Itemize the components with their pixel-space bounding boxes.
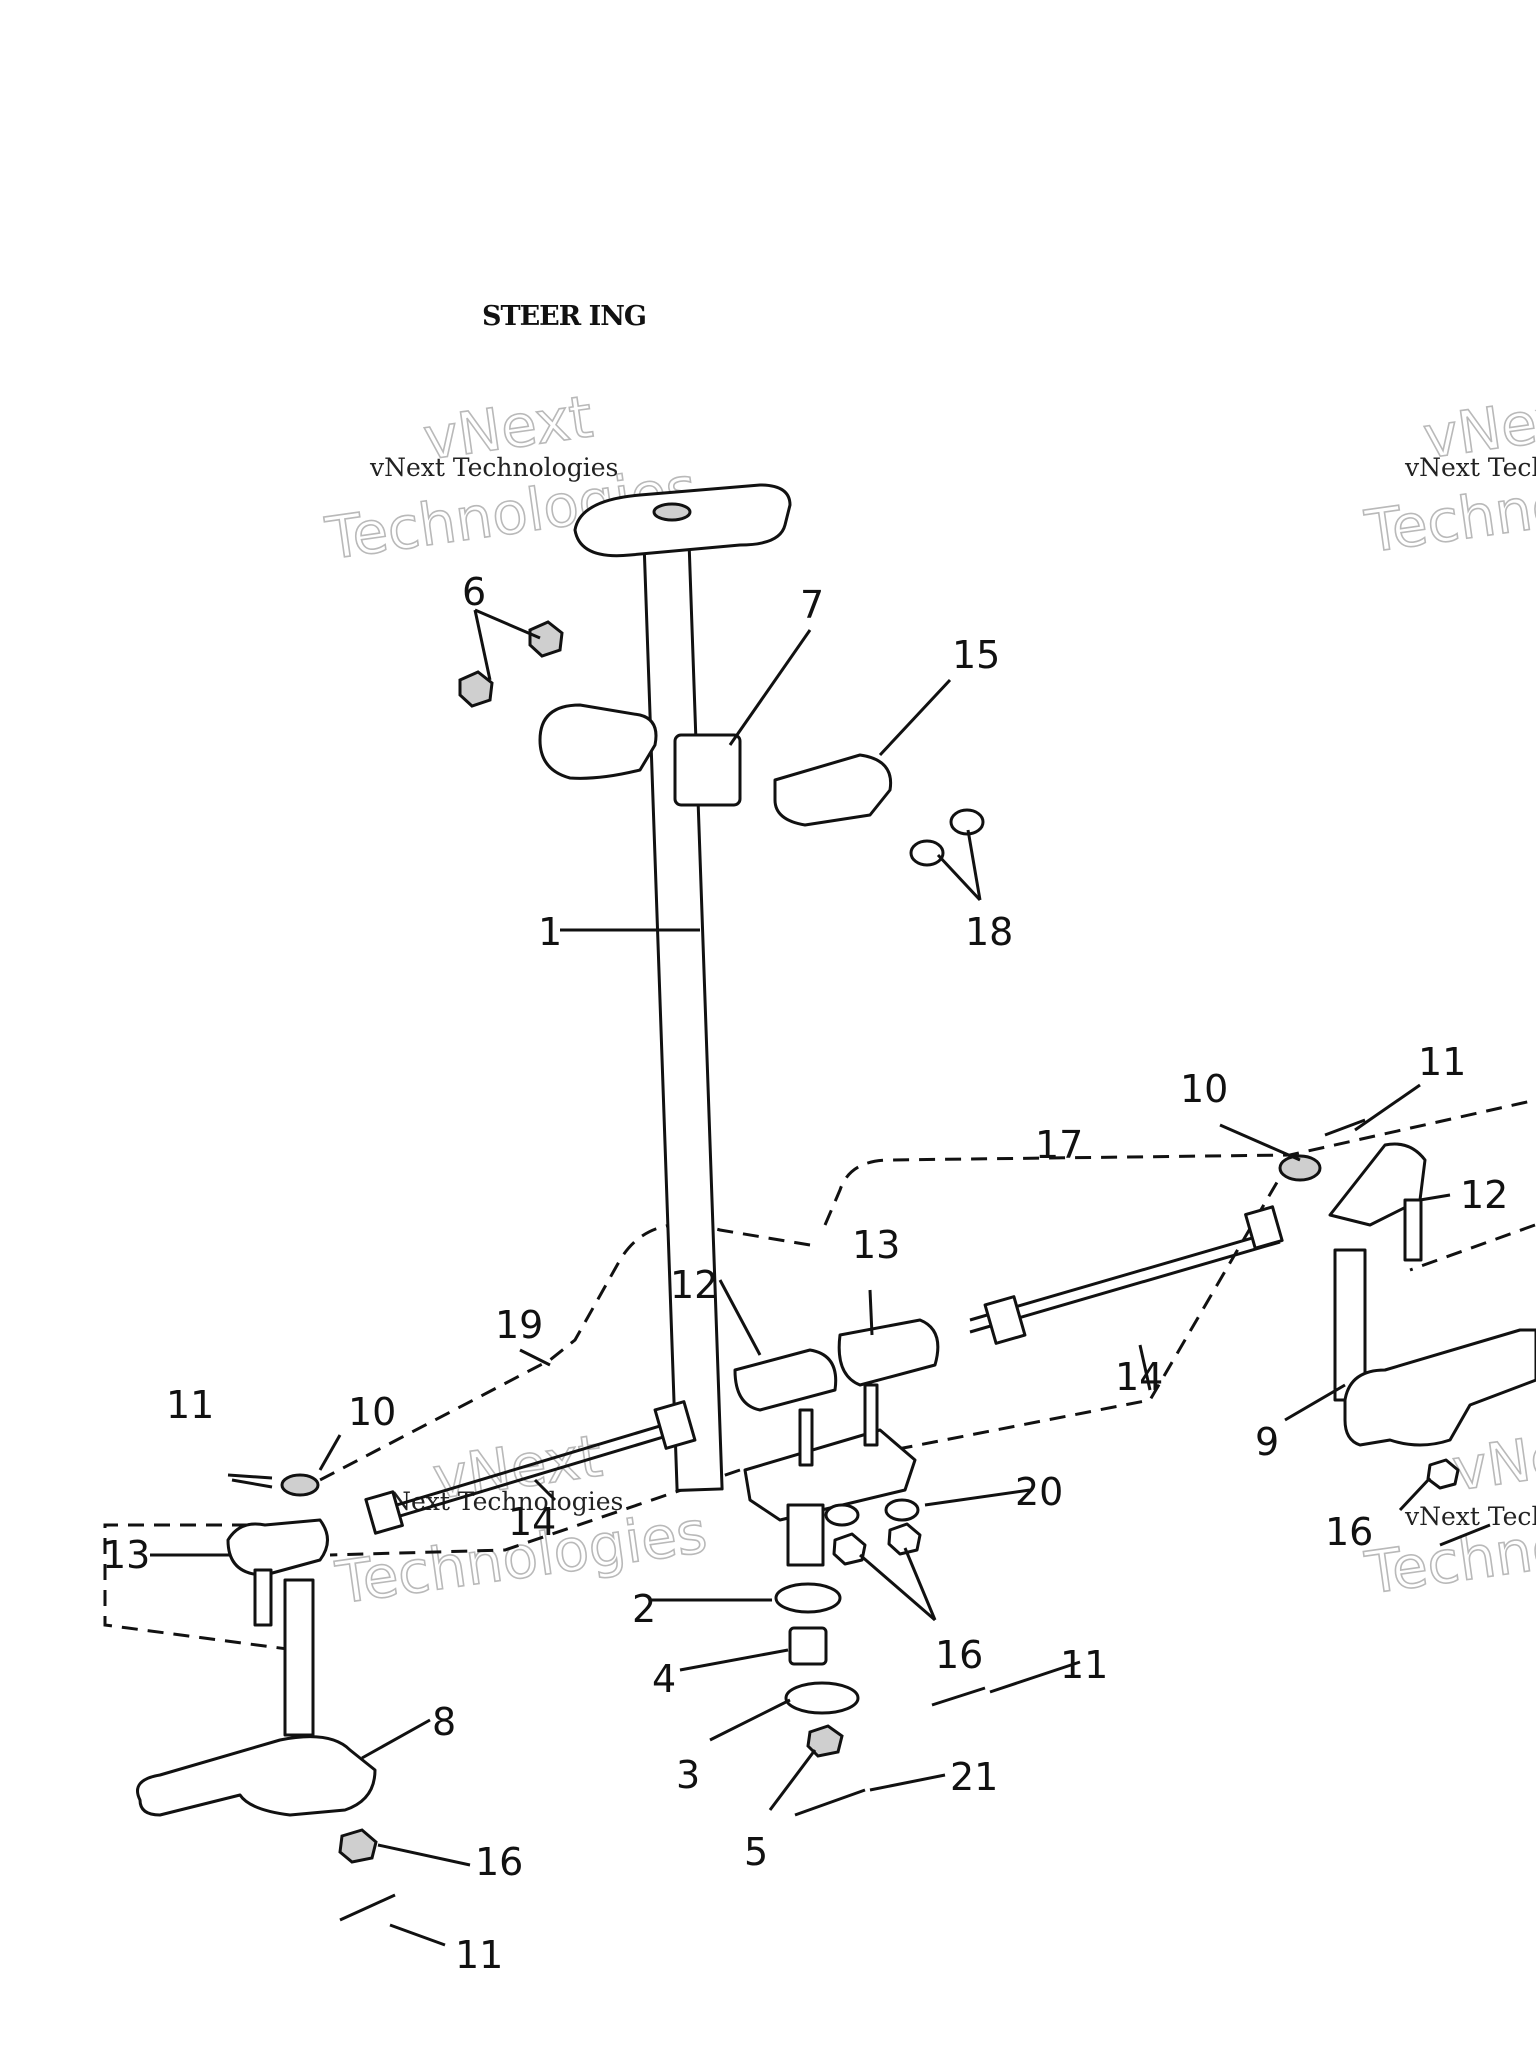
callout-4: 4 [652,1657,676,1701]
steering-arm-plate [743,1428,917,1567]
clamp-nuts [458,620,564,708]
column-clamp-right [773,753,893,827]
right-tie-rod [969,1205,1284,1345]
clamp-small-nuts [909,808,985,867]
callout-10-left: 10 [348,1390,396,1434]
callout-21: 21 [950,1755,998,1799]
watermark-caption: vNext Technologies [369,453,618,482]
right-tie-rod-end [1328,1142,1427,1262]
callout-7: 7 [800,583,824,627]
left-spindle [136,1578,377,1817]
callout-11-center: 11 [1060,1643,1108,1687]
column-clamp-left [538,703,658,780]
callout-1: 1 [538,910,562,954]
callout-13-left: 13 [102,1533,150,1577]
callout-19: 19 [495,1303,543,1347]
callout-20: 20 [1015,1470,1063,1514]
callout-16-left: 16 [475,1840,523,1884]
callout-11-left: 11 [166,1383,214,1427]
callout-3: 3 [676,1753,700,1797]
callout-9: 9 [1255,1420,1279,1464]
cotter-pins [231,1118,1491,1922]
leader-lines [150,608,1451,1947]
watermark-line1: vNext [1448,1413,1536,1504]
callout-2: 2 [632,1587,656,1631]
left-tie-rod-end [226,1518,329,1627]
callout-14-right: 14 [1115,1355,1163,1399]
callout-11-top-right: 11 [1418,1040,1466,1084]
callout-16-center: 16 [935,1633,983,1677]
callout-12-center: 12 [670,1263,718,1307]
callout-labels: 1 2 3 4 5 6 7 8 9 10 10 11 11 11 11 12 1… [102,570,1508,1977]
callout-6: 6 [462,570,486,614]
steering-column [573,483,792,1492]
callout-12-right: 12 [1460,1173,1508,1217]
callout-5: 5 [744,1830,768,1874]
callout-8: 8 [432,1700,456,1744]
callout-18: 18 [965,910,1013,954]
callout-11-bottom: 11 [455,1933,503,1977]
callout-17: 17 [1035,1123,1083,1167]
center-tie-rod-ends [733,1318,940,1467]
callout-14-left: 14 [508,1500,556,1544]
callout-15: 15 [952,633,1000,677]
watermark-caption: vNext Technologies [1404,453,1536,482]
callout-10-right: 10 [1180,1067,1228,1111]
small-hardware [280,1154,1460,1864]
watermark-caption: vNext Technologies [1404,1502,1536,1531]
column-bushing [673,733,742,807]
watermark-line1: vNext [1419,381,1536,472]
diagram-title: STEER ING [482,301,646,332]
left-tie-rod [364,1400,697,1535]
callout-13-center: 13 [852,1223,900,1267]
callout-16-right: 16 [1325,1510,1373,1554]
right-spindle [1333,1248,1536,1447]
